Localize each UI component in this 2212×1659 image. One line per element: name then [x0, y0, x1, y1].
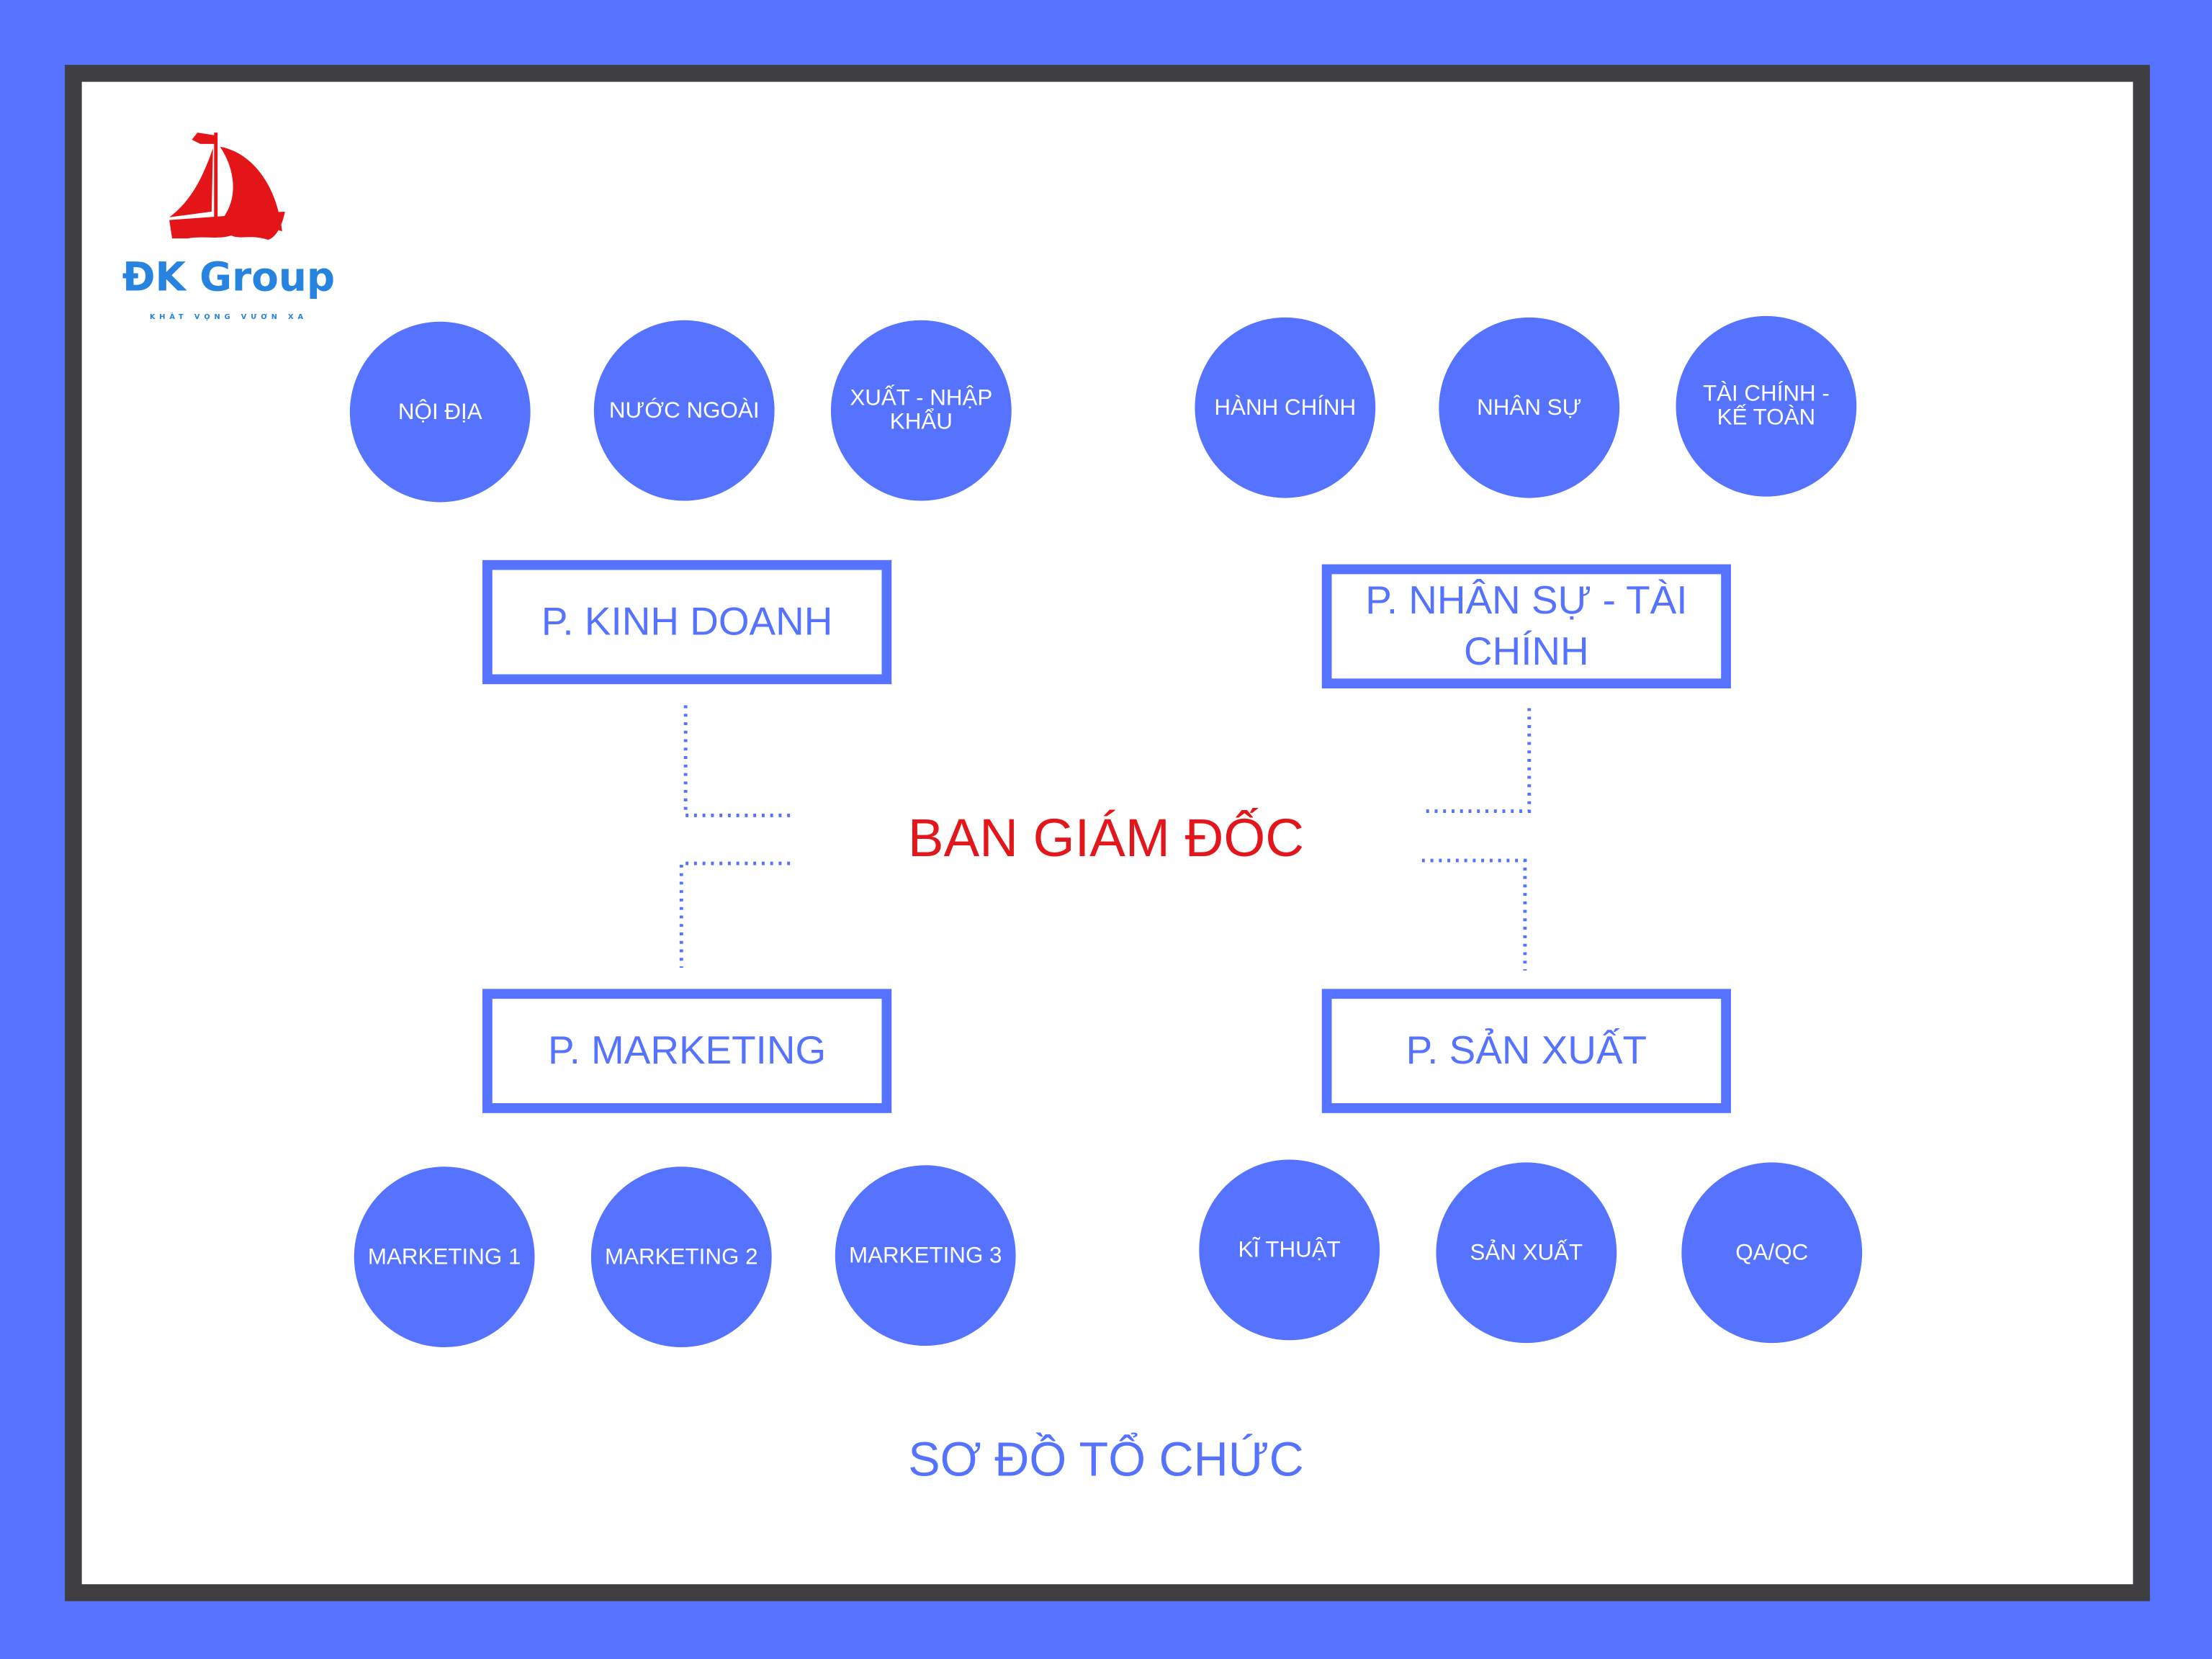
unit-san-xuat: SẢN XUẤT — [1436, 1162, 1617, 1344]
logo: ĐK Group KHÁT VỌNG VƯƠN XA — [110, 127, 347, 324]
unit-nhan-su: NHÂN SỰ — [1439, 317, 1620, 498]
connector-san-xuat — [1421, 858, 1527, 971]
unit-xuat-nhap-khau: XUẤT - NHẬP KHẨU — [830, 320, 1012, 501]
unit-marketing-2: MARKETING 2 — [590, 1166, 772, 1348]
dept-marketing: P. MARKETING — [482, 989, 892, 1113]
unit-ki-thuat: KĨ THUẬT — [1199, 1159, 1380, 1341]
unit-nuoc-ngoai: NƯỚC NGOÀI — [593, 320, 775, 501]
logo-brand-text: ĐK Group — [122, 254, 336, 300]
footer-title: SƠ ĐỒ TỔ CHỨC — [908, 1433, 1304, 1487]
center-title: BAN GIÁM ĐỐC — [907, 809, 1305, 869]
dept-nhan-su-tai-chinh: P. NHÂN SỰ - TÀI CHÍNH — [1321, 564, 1731, 689]
unit-tai-chinh-ke-toan: TÀI CHÍNH - KẾ TOÀN — [1676, 315, 1857, 497]
unit-qa-qc: QA/QC — [1681, 1162, 1863, 1344]
unit-noi-dia: NỘI ĐỊA — [349, 321, 531, 503]
connector-nhan-su — [1420, 708, 1532, 813]
unit-hanh-chinh: HÀNH CHÍNH — [1195, 317, 1376, 498]
dept-kinh-doanh: P. KINH DOANH — [482, 559, 892, 685]
unit-marketing-3: MARKETING 3 — [835, 1165, 1016, 1346]
unit-marketing-1: MARKETING 1 — [354, 1166, 535, 1348]
sailboat-logo-icon: ĐK Group KHÁT VỌNG VƯƠN XA — [122, 132, 336, 321]
connector-kinh-doanh — [683, 705, 791, 817]
dept-san-xuat: P. SẢN XUẤT — [1321, 989, 1731, 1113]
logo-slogan-text: KHÁT VỌNG VƯƠN XA — [150, 312, 307, 321]
connector-marketing — [679, 861, 791, 968]
